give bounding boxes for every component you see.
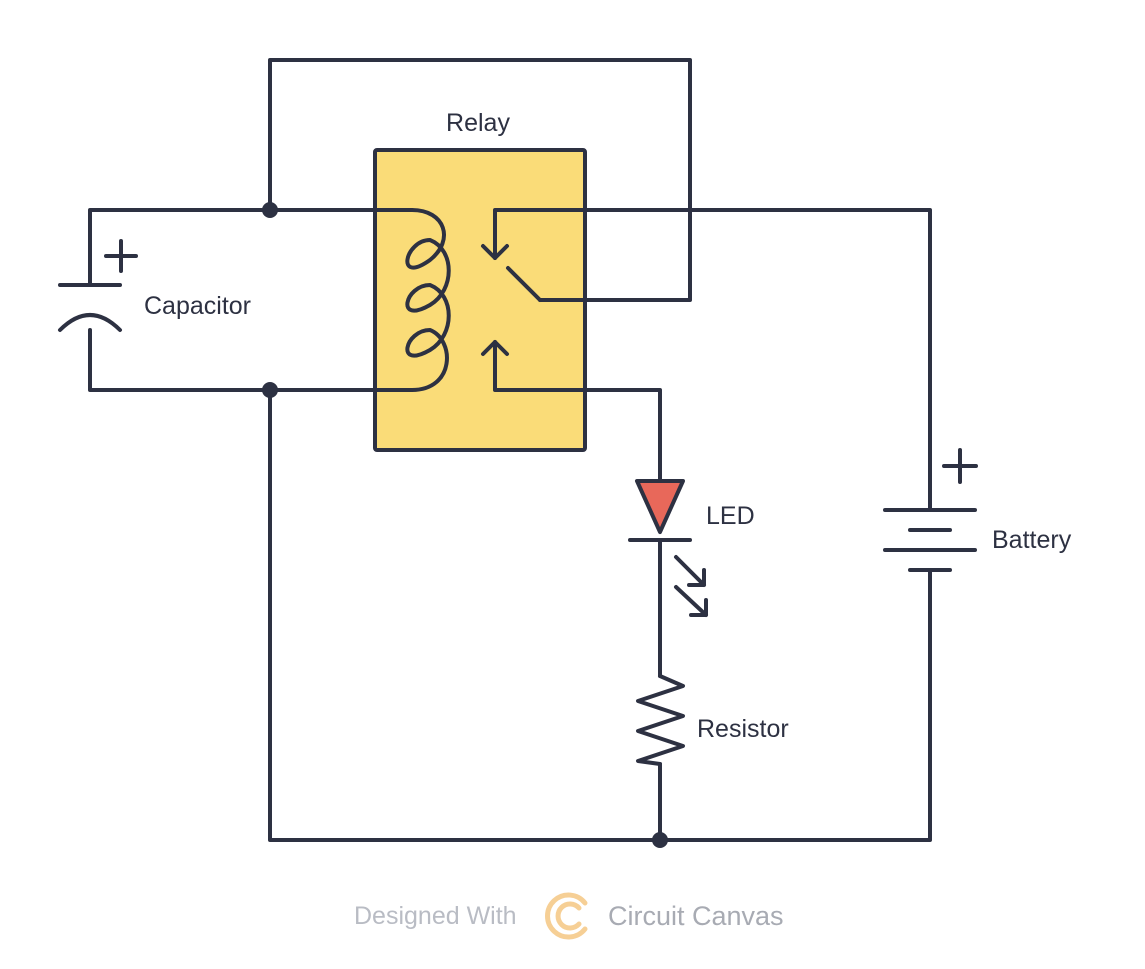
relay-contact-top-arrow [481,244,509,260]
relay-switch-arm [506,266,542,302]
watermark: Designed With Circuit Canvas [354,892,784,940]
relay-contact-bottom-arrow [481,340,509,356]
capacitor-plate-bottom [58,313,122,332]
capacitor [58,239,138,332]
capacitor-label: Capacitor [144,292,251,320]
circuit-canvas-logo-icon [545,892,588,940]
wire-battery-top [493,208,932,512]
watermark-prefix: Designed With [354,902,517,930]
junction-dot [262,382,278,398]
relay-coil [405,208,451,392]
battery [883,448,978,572]
wires [88,58,932,842]
relay-label: Relay [446,109,510,137]
led [628,479,708,617]
capacitor-plus-icon [104,239,138,273]
watermark-brand: Circuit Canvas [608,901,784,931]
junction-dot [262,202,278,218]
light-emission-icon [674,555,708,617]
led-triangle [635,479,685,534]
resistor [636,674,685,766]
battery-label: Battery [992,526,1072,554]
wire-top-loop [268,58,692,302]
wire-capacitor-top [88,208,414,287]
wire-capacitor-bottom [88,328,414,392]
wire-led-branch [493,340,662,482]
battery-plus-icon [942,448,978,484]
junction-dot [652,832,668,848]
resistor-label: Resistor [697,715,789,743]
led-label: LED [706,502,755,530]
wire-left-return [268,388,932,842]
